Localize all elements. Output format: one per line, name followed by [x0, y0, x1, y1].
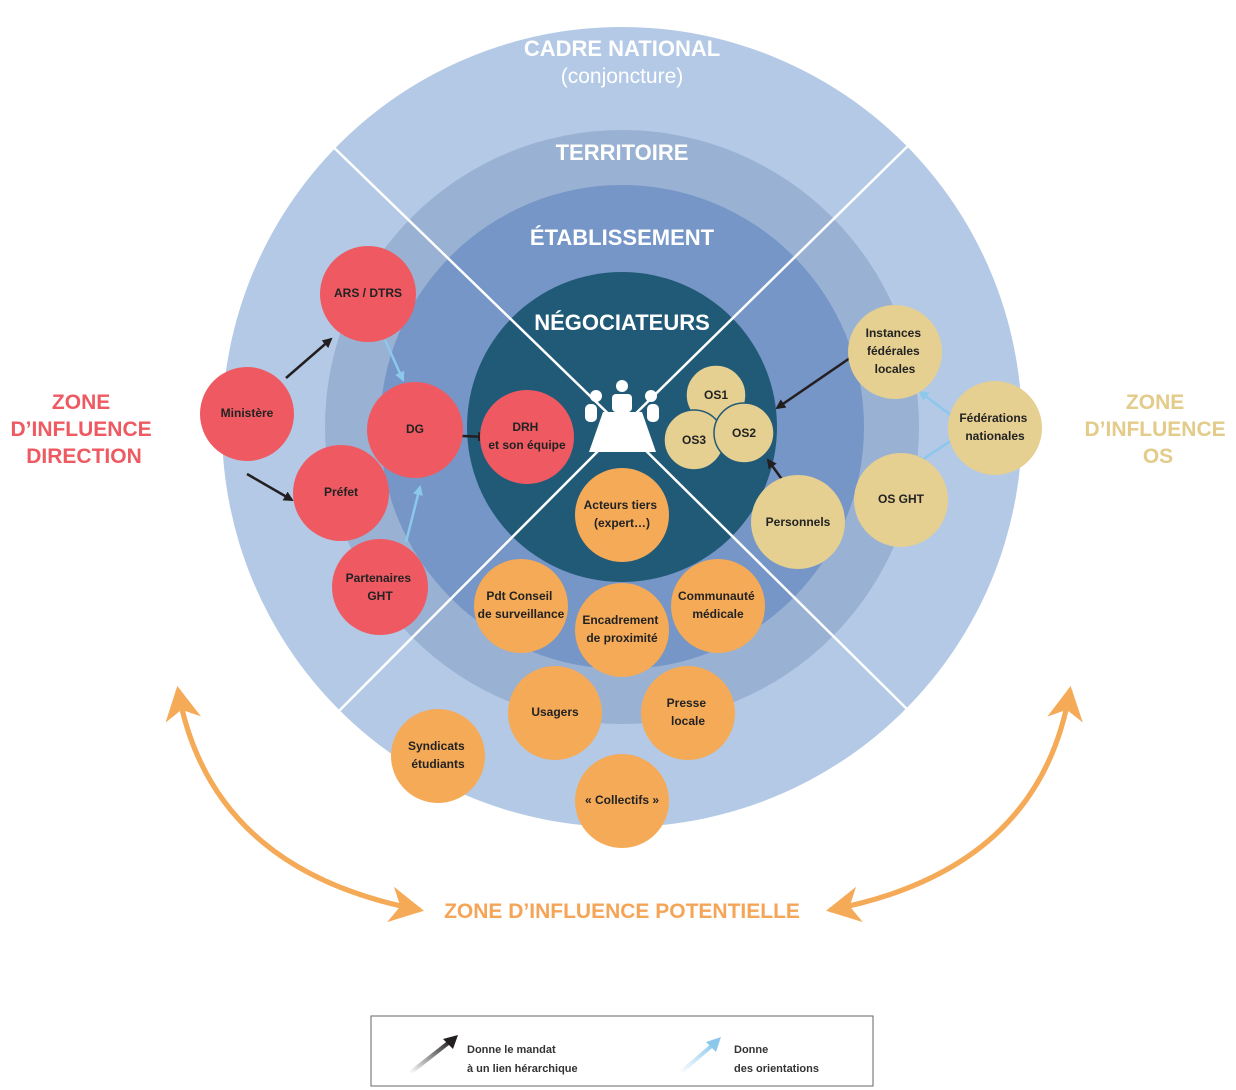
arrow-ministere-ars [285, 337, 333, 379]
negotiation-table-icon [585, 380, 659, 452]
potential-nodes: Acteurs tiers (expert…) Pdt Conseil de s… [391, 468, 765, 848]
node-label-os2: OS2 [732, 426, 756, 440]
legend-orientation-icon [678, 1037, 721, 1075]
arrow-instances-os2 [775, 356, 851, 410]
ring-title-etablissement: ÉTABLISSEMENT [530, 225, 715, 250]
os-nodes: OS1 OS3 OS2 Instances fédérales locales … [663, 305, 1042, 569]
node-communaute-medicale: Communauté médicale [671, 559, 765, 653]
node-ministere: Ministère [200, 367, 294, 461]
node-label-os3: OS3 [682, 433, 706, 447]
node-label-dg: DG [406, 422, 424, 436]
node-label-collectifs: « Collectifs » [585, 793, 659, 807]
node-instances-federales: Instances fédérales locales [848, 305, 942, 399]
node-label-communaute: Communauté médicale [678, 589, 758, 621]
arrow-ars-dg [383, 339, 405, 382]
node-os2: OS2 [713, 402, 775, 464]
legend-mandate-label: Donne le mandat à un lien hérarchique [467, 1044, 578, 1075]
node-label-federations: Fédérations nationales [959, 411, 1030, 443]
node-label-pdt: Pdt Conseil de surveillance [478, 589, 565, 621]
node-label-instances: Instances fédérales locales [866, 326, 925, 376]
node-collectifs: « Collectifs » [575, 754, 669, 848]
zone-label-os: ZONE D’INFLUENCE OS [1084, 391, 1231, 468]
node-label-os1: OS1 [704, 388, 728, 402]
node-label-prefet: Préfet [324, 485, 358, 499]
node-os-ght: OS GHT [854, 453, 948, 547]
node-label-ars: ARS / DTRS [334, 286, 402, 300]
node-encadrement: Encadrement de proximité [575, 583, 669, 677]
ring-title-territoire: TERRITOIRE [556, 140, 689, 165]
zone-label-potentielle: ZONE D’INFLUENCE POTENTIELLE [444, 900, 800, 923]
quadrant-divider-ne [621, 135, 919, 428]
quadrant-divider-sw [329, 426, 623, 721]
node-drh: DRH et son équipe [480, 390, 574, 484]
potential-arrow-left-back [175, 689, 424, 923]
potential-arrow-right-back [826, 689, 1073, 923]
legend: Donne le mandat à un lien hérarchique Do… [370, 1015, 874, 1087]
node-usagers: Usagers [508, 666, 602, 760]
node-partenaires-ght: Partenaires GHT [332, 539, 428, 635]
direction-nodes: ARS / DTRS Ministère DG Préfet Partenair… [200, 246, 574, 635]
node-acteurs-tiers: Acteurs tiers (expert…) [575, 468, 669, 562]
node-prefet: Préfet [293, 445, 389, 541]
node-label-acteurs: Acteurs tiers (expert…) [584, 498, 661, 530]
node-pdt-conseil: Pdt Conseil de surveillance [474, 559, 568, 653]
ring-title-negociateurs: NÉGOCIATEURS [534, 310, 710, 335]
node-syndicats-etudiants: Syndicats étudiants [391, 709, 485, 803]
ring-title-national: CADRE NATIONAL [524, 36, 720, 61]
node-label-osght: OS GHT [878, 492, 925, 506]
arrow-federations-instances [918, 390, 953, 417]
node-label-drh: DRH et son équipe [488, 420, 566, 452]
zone-label-direction: ZONE D’INFLUENCE DIRECTION [10, 391, 157, 468]
legend-orientation-label: Donne des orientations [734, 1044, 819, 1075]
legend-mandate-icon [408, 1035, 458, 1075]
node-label-syndicats: Syndicats étudiants [408, 739, 468, 771]
node-os3: OS3 [663, 409, 725, 471]
node-label-partenaires: Partenaires GHT [346, 571, 415, 603]
node-label-usagers: Usagers [531, 705, 579, 719]
node-federations-nationales: Fédérations nationales [948, 381, 1042, 475]
ring-subtitle-national: (conjoncture) [561, 65, 684, 88]
node-personnels: Personnels [751, 475, 845, 569]
node-label-presse: Presse locale [667, 696, 710, 728]
arrow-partenaires-dg [404, 485, 423, 543]
node-ars-dtrs: ARS / DTRS [320, 246, 416, 342]
node-label-ministere: Ministère [221, 406, 274, 420]
quadrant-divider-se [621, 426, 919, 721]
node-dg: DG [367, 382, 463, 478]
node-label-personnels: Personnels [766, 515, 831, 529]
node-presse-locale: Presse locale [641, 666, 735, 760]
node-label-encadrement: Encadrement de proximité [582, 613, 661, 645]
arrow-ministere-prefet [246, 472, 294, 502]
legend-box [370, 1015, 874, 1087]
quadrant-divider-nw [321, 135, 623, 428]
